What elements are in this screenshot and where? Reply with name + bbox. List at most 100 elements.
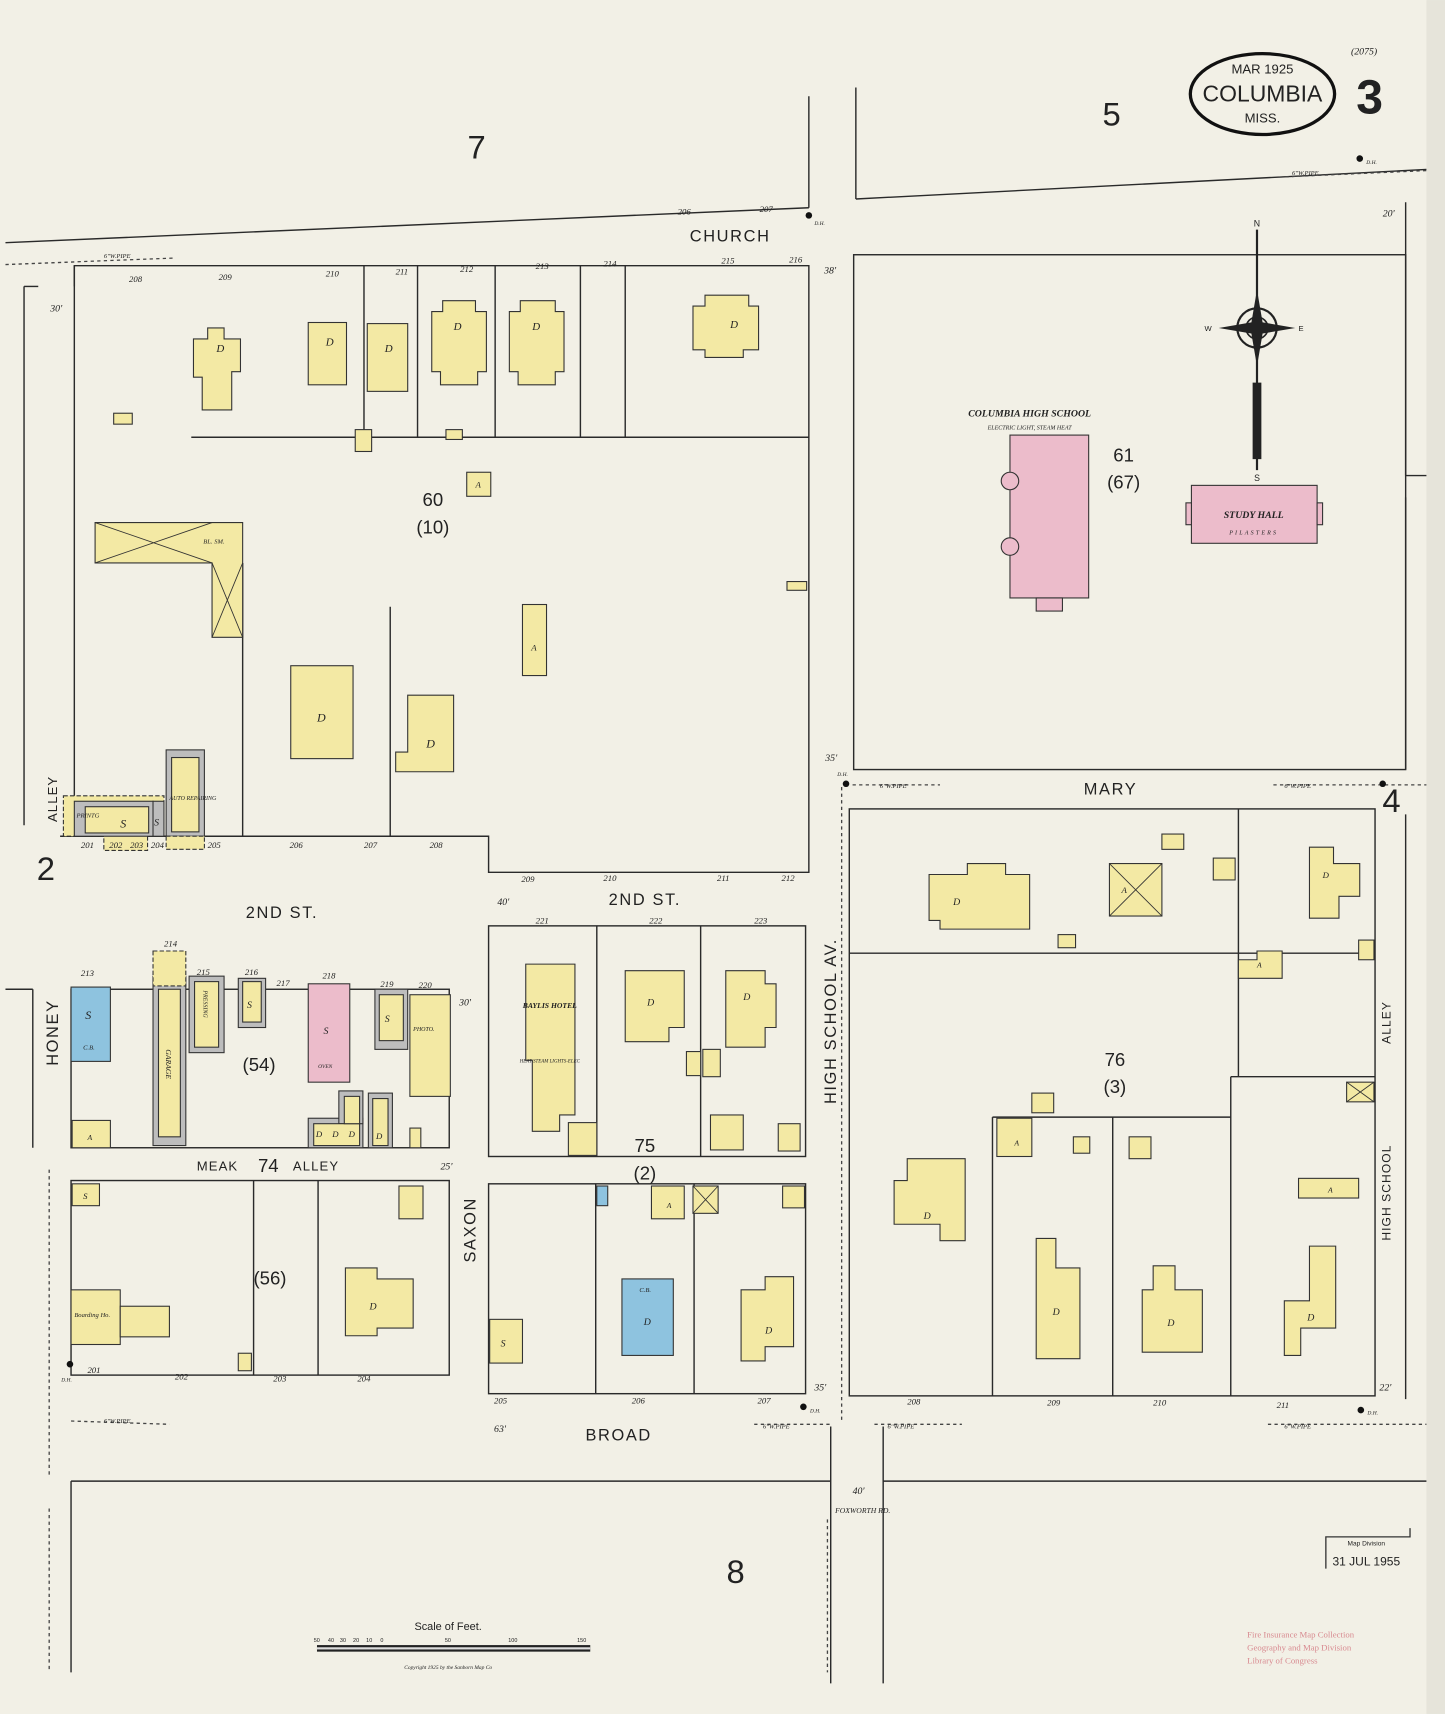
map-label: N bbox=[1254, 218, 1260, 228]
map-label: 205 bbox=[208, 840, 222, 850]
street-honey: HONEY bbox=[44, 999, 62, 1065]
map-label: C.B. bbox=[639, 1287, 651, 1294]
map-label: A bbox=[474, 480, 481, 490]
map-label: 100 bbox=[508, 1638, 517, 1644]
map-label: D bbox=[1306, 1312, 1314, 1323]
map-label: 60 bbox=[423, 489, 444, 510]
map-label: 22' bbox=[1379, 1382, 1392, 1393]
map-label: D bbox=[952, 897, 960, 908]
map-label: D bbox=[531, 321, 540, 333]
map-label: 208 bbox=[430, 840, 444, 850]
map-label: 6"W.PIPE bbox=[880, 783, 907, 790]
map-label: Fire Insurance Map Collection bbox=[1247, 1629, 1355, 1639]
map-label: 150 bbox=[577, 1638, 586, 1644]
map-label: S bbox=[247, 1000, 252, 1011]
map-label: GARAGE bbox=[164, 1049, 173, 1079]
map-label: S bbox=[385, 1014, 390, 1025]
map-label: OVEN bbox=[318, 1064, 333, 1070]
map-label: 25' bbox=[440, 1162, 453, 1173]
map-label: D bbox=[215, 343, 224, 355]
collection-stamp: Fire Insurance Map Collection Geography … bbox=[1247, 1629, 1355, 1665]
map-label: D.H. bbox=[60, 1378, 72, 1384]
map-label: D.H. bbox=[1366, 1410, 1378, 1416]
map-label: D bbox=[384, 343, 393, 355]
map-label: 214 bbox=[603, 259, 617, 269]
map-label: 213 bbox=[81, 968, 95, 978]
map-label: Library of Congress bbox=[1247, 1656, 1318, 1666]
map-date: MAR 1925 bbox=[1231, 61, 1293, 76]
map-label: 210 bbox=[603, 873, 617, 883]
sheet-number: 3 bbox=[1356, 71, 1383, 125]
receipt-stamp: Map Division 31 JUL 1955 bbox=[1325, 1528, 1411, 1569]
street-broad: BROAD bbox=[585, 1427, 651, 1445]
map-label: 207 bbox=[757, 1396, 771, 1406]
map-label: 20 bbox=[353, 1638, 359, 1644]
map-label: E bbox=[1299, 324, 1304, 333]
map-label: 76 bbox=[1105, 1049, 1126, 1070]
map-label: 208 bbox=[907, 1397, 921, 1407]
map-label: BAYLIS HOTEL bbox=[522, 1001, 577, 1010]
map-label: 6"W.PIPE bbox=[1284, 783, 1311, 790]
map-label: W bbox=[1205, 324, 1213, 333]
map-label: D bbox=[764, 1326, 772, 1337]
map-label: 209 bbox=[219, 272, 233, 282]
map-label: 30' bbox=[458, 998, 472, 1009]
high-school-label: COLUMBIA HIGH SCHOOL bbox=[968, 409, 1091, 420]
map-label: D bbox=[646, 998, 654, 1009]
map-label: D.H. bbox=[813, 221, 825, 227]
adjacent-sheet-4: 4 bbox=[1382, 782, 1400, 819]
map-label: 209 bbox=[1047, 1398, 1061, 1408]
map-label: 216 bbox=[789, 254, 803, 264]
street-2nd-right: 2ND ST. bbox=[609, 891, 681, 909]
map-label: 31 JUL 1955 bbox=[1332, 1554, 1400, 1568]
block-outlines bbox=[60, 254, 1407, 1397]
street-foxworth: FOXWORTH RD. bbox=[834, 1506, 890, 1515]
street-alley-right: ALLEY bbox=[1379, 1001, 1393, 1044]
map-label: 40' bbox=[497, 897, 510, 908]
adjacent-sheet-7: 7 bbox=[467, 129, 485, 166]
map-label: ELECTRIC LIGHT, STEAM HEAT bbox=[987, 426, 1073, 432]
map-label: D bbox=[425, 737, 435, 751]
block-56-buildings: S Boarding Ho. D bbox=[70, 1183, 424, 1372]
map-label: PRESSING bbox=[201, 989, 207, 1018]
map-label: A bbox=[1120, 885, 1127, 895]
street-meak: MEAK bbox=[197, 1159, 239, 1174]
map-label: 215 bbox=[197, 967, 211, 977]
map-label: 30 bbox=[340, 1638, 346, 1644]
map-label: 38' bbox=[823, 265, 837, 276]
map-label: 204 bbox=[151, 840, 165, 850]
map-label: D bbox=[643, 1317, 651, 1328]
street-alley-left: ALLEY bbox=[45, 776, 60, 822]
street-meak-alley: ALLEY bbox=[293, 1159, 339, 1174]
map-label: BL. SM. bbox=[203, 538, 225, 545]
map-label: 216 bbox=[245, 967, 259, 977]
map-label: A bbox=[1256, 960, 1262, 969]
map-label: 223 bbox=[754, 916, 768, 926]
block-numbers: 60 (10) 61 (67) 76 (3) 75 (2) (54) (56) bbox=[243, 444, 1141, 1288]
map-label: 30' bbox=[49, 304, 63, 315]
map-label: A bbox=[1327, 1186, 1333, 1195]
adjacent-sheet-8: 8 bbox=[726, 1553, 744, 1590]
block-76-buildings: D A D A A A D D D D bbox=[893, 833, 1375, 1360]
street-mary: MARY bbox=[1084, 781, 1138, 799]
map-label: 212 bbox=[460, 264, 474, 274]
map-label: AUTO REPAIRING bbox=[168, 796, 217, 802]
map-label: S bbox=[1254, 473, 1260, 483]
map-label: 214 bbox=[164, 939, 178, 949]
house-numbers: 208 209 210 211 212 213 214 215 216 206 … bbox=[81, 204, 1289, 1410]
map-label: C.B. bbox=[83, 1044, 95, 1051]
map-label: Boarding Ho. bbox=[74, 1312, 110, 1319]
map-label: 204 bbox=[357, 1374, 371, 1384]
map-label: 203 bbox=[273, 1374, 287, 1384]
scale-bar: Scale of Feet. 50 40 30 20 10 0 50 100 1… bbox=[314, 1621, 591, 1671]
block-74-number: 74 bbox=[258, 1155, 279, 1176]
map-label: D bbox=[1166, 1318, 1174, 1329]
map-label: 40 bbox=[328, 1638, 334, 1644]
map-label: 207 bbox=[364, 840, 378, 850]
map-label: 215 bbox=[721, 255, 735, 265]
map-label: 210 bbox=[1153, 1398, 1167, 1408]
map-label: 218 bbox=[322, 970, 336, 980]
map-label: D bbox=[331, 1129, 339, 1139]
street-labels: CHURCH MARY 2ND ST. 2ND ST. HIGH SCHOOL … bbox=[44, 228, 1393, 1515]
map-label: 221 bbox=[536, 916, 549, 926]
